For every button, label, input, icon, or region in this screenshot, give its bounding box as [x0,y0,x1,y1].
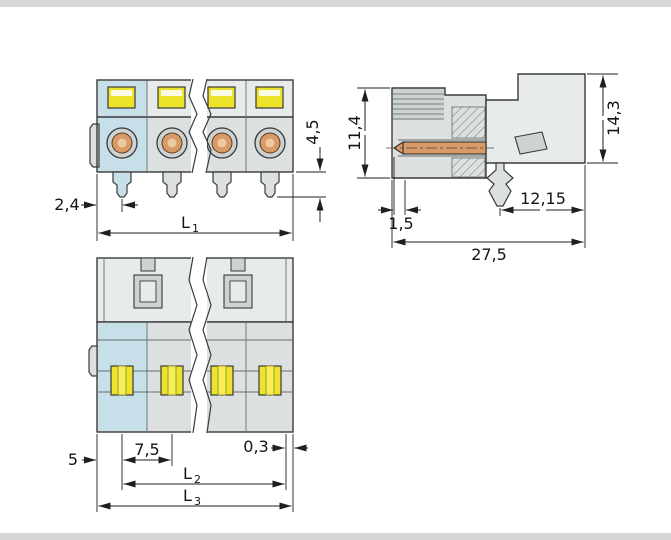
side-latch-window [514,131,548,155]
dim-front-offset: 2,4 [54,174,138,241]
dim-l3-label: L [183,486,192,505]
clamp-windows [107,86,284,109]
clamp-window-slot [259,90,280,96]
latch-slot-inner [229,280,247,303]
conductor-entry-center [117,138,127,148]
top-frame-band [0,0,671,7]
clamp-window-slot [111,90,132,96]
bottom-view [88,256,294,434]
dim-l2-subscript: 2 [194,473,201,486]
dim-side-total-depth: 27,5 [391,180,584,264]
pin-square-center [167,365,177,396]
solder-pin [162,171,182,198]
bottom-break-lines [188,256,212,434]
conductor-entries [106,127,286,159]
dim-bottom-gap: 0,3 [243,434,308,512]
clamp-window-slot [211,90,232,96]
dim-14-3-label: 14,3 [604,100,623,136]
keying-notch [140,257,156,272]
dim-27-5-label: 27,5 [471,245,507,264]
dim-bottom-l3: L 3 [98,486,292,510]
dim-l2-label: L [183,464,192,483]
clamp-window-slot [161,90,182,96]
solder-pin [112,171,132,198]
solder-pin [212,171,232,198]
dim-l1-label: L [181,213,190,232]
side-view [386,73,586,207]
conductor-entry-center [217,138,227,148]
conductor-entry-center [167,138,177,148]
dim-l3-subscript: 3 [194,495,201,508]
dim-5-label: 5 [68,450,78,469]
break-line [188,256,198,434]
snap-in-foot [486,162,514,207]
dim-bottom-edge-to-pin: 5 [68,434,123,512]
dim-11-4-label: 11,4 [345,115,364,151]
side-housing [485,73,586,164]
dim-front-pin-length: 4,5 [277,119,326,222]
break-line [202,256,212,434]
dim-side-pin-setback: 1,5 [378,157,421,233]
dim-front-l1: L 1 [98,174,294,241]
conductor-entry-center [265,138,275,148]
bottom-frame-band [0,533,671,540]
dim-0-3-label: 0,3 [243,437,268,456]
keying-notch [230,257,246,272]
break-line [188,78,198,174]
dim-bottom-l2: L 2 [123,464,285,488]
dim-1-5-label: 1,5 [388,214,413,233]
dim-l1-subscript: 1 [192,222,199,235]
section-hatch-lower [451,157,486,178]
break-line [202,78,212,174]
latch-slot-inner [139,280,157,303]
pin-square-center [217,365,227,396]
pin-square-center [117,365,127,396]
solder-pin [260,171,280,198]
dim-side-plug-height: 11,4 [345,87,390,179]
bottom-latch [88,345,98,377]
dim-4-5-label: 4,5 [303,119,322,144]
dim-bottom-pitch: 7,5 [123,434,173,466]
dim-2-4-label: 2,4 [54,195,79,214]
dim-side-foot-to-face: 12,15 [499,165,586,248]
solder-pins-front [112,171,280,198]
front-view [89,78,294,198]
section-hatch-upper [451,106,486,139]
dim-12-15-label: 12,15 [520,189,566,208]
groove-lines [393,93,444,120]
dim-side-total-height: 14,3 [587,73,623,164]
solder-pins-bottom [110,365,282,396]
break-gap [191,78,207,174]
pin-square-center [265,365,275,396]
dim-7-5-label: 7,5 [134,440,159,459]
front-break-lines [188,78,212,174]
